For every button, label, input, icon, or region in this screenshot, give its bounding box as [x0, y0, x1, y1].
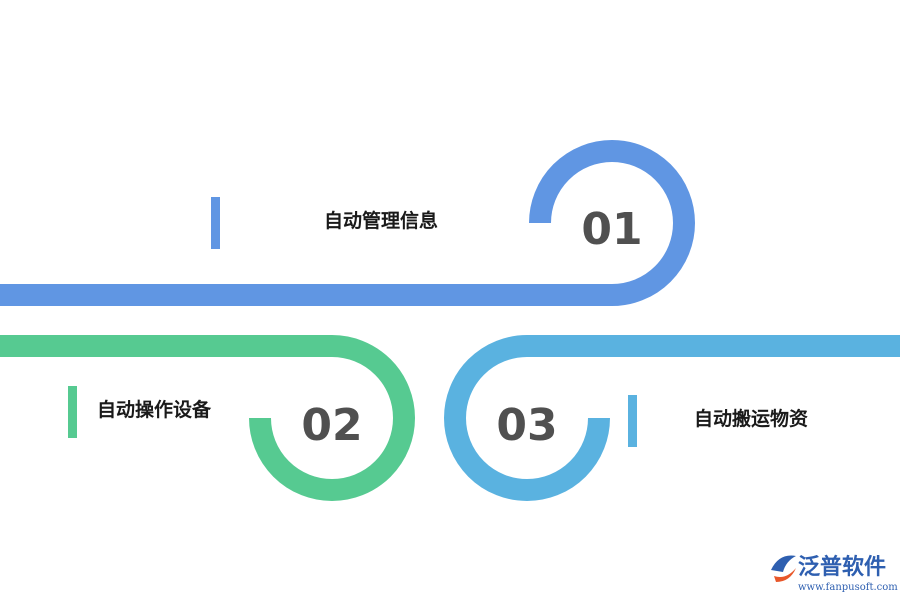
step-01-label: 自动管理信息	[324, 209, 438, 232]
step-02-label: 自动操作设备	[97, 398, 212, 421]
step-03: 03 自动搬运物资	[444, 335, 900, 501]
logo-name: 泛普软件	[798, 554, 886, 580]
step-03-number: 03	[496, 400, 557, 451]
step-02-track	[0, 335, 415, 501]
logo-watermark: 泛普软件 www.fanpusoft.com	[771, 554, 898, 593]
logo-mark-icon	[771, 555, 796, 582]
step-01-marker	[211, 197, 220, 249]
step-03-marker	[628, 395, 637, 447]
step-03-track	[444, 335, 900, 501]
step-02-marker	[68, 386, 77, 438]
step-01-track	[0, 140, 695, 306]
logo-url: www.fanpusoft.com	[798, 582, 898, 593]
step-02: 02 自动操作设备	[0, 335, 415, 501]
step-01-number: 01	[581, 204, 642, 255]
step-01: 01 自动管理信息	[0, 140, 695, 306]
step-03-label: 自动搬运物资	[694, 407, 808, 430]
step-02-number: 02	[301, 400, 362, 451]
